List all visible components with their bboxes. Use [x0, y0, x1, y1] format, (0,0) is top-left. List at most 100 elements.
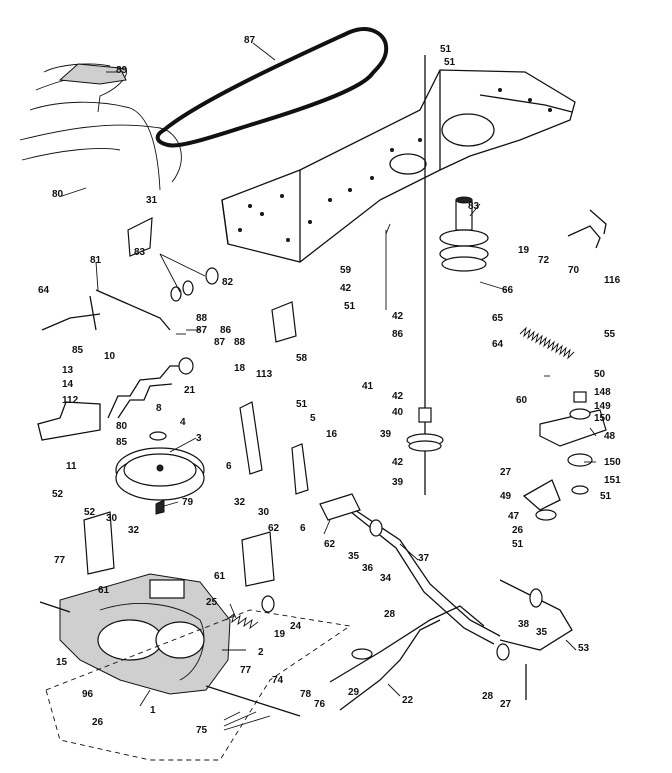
- washer-47: [535, 509, 557, 521]
- washers-83: [170, 267, 219, 302]
- callout-label: 27: [500, 699, 512, 710]
- callout-label: 11: [66, 461, 77, 472]
- callout-label: 10: [104, 351, 116, 362]
- callout-label: 88: [234, 337, 246, 348]
- callout-label: 35: [536, 627, 548, 638]
- callout-label: 37: [418, 553, 430, 564]
- shift-rod-34: [345, 507, 495, 645]
- callout-label: 76: [314, 699, 326, 710]
- callout-label: 49: [500, 491, 512, 502]
- pulley-3: [115, 447, 205, 501]
- callout-label: 5: [310, 413, 316, 424]
- callout-label: 51: [600, 491, 612, 502]
- callout-label: 77: [240, 665, 252, 676]
- callout-label: 112: [62, 395, 79, 406]
- callout-label: 55: [604, 329, 616, 340]
- spring-55: [519, 326, 575, 360]
- callout-label: 85: [116, 437, 128, 448]
- callout-label: 40: [392, 407, 404, 418]
- pulley-38: [406, 407, 444, 452]
- callout-label: 26: [92, 717, 104, 728]
- callout-label: 8: [156, 403, 162, 414]
- callout-label: 61: [214, 571, 226, 582]
- callout-label: 79: [182, 497, 194, 508]
- callout-label: 39: [380, 429, 392, 440]
- callout-label: 19: [518, 245, 530, 256]
- pulley-63: [439, 196, 489, 272]
- callout-label: 86: [220, 325, 232, 336]
- callout-label: 113: [256, 369, 273, 380]
- callout-label: 24: [290, 621, 302, 632]
- callout-label: 32: [128, 525, 140, 536]
- callout-label: 88: [196, 313, 208, 324]
- linkage-53: [499, 579, 573, 651]
- hub-4: [149, 431, 167, 441]
- callout-label: 75: [196, 725, 208, 736]
- seat-fender: [19, 63, 182, 191]
- callout-label: 51: [440, 44, 452, 55]
- bracket-30-right: [241, 531, 275, 587]
- callout-label: 83: [134, 247, 146, 258]
- transaxle-1: [59, 573, 231, 695]
- bracket-49: [522, 479, 561, 511]
- callout-label: 29: [348, 687, 360, 698]
- callout-label: 151: [604, 475, 621, 486]
- frame-holes: [238, 88, 552, 242]
- callout-label: 35: [348, 551, 360, 562]
- bracket-5: [291, 443, 309, 495]
- axle-right: [205, 685, 301, 717]
- callout-label: 80: [116, 421, 128, 432]
- callout-label: 80: [52, 189, 64, 200]
- callout-label: 60: [516, 395, 528, 406]
- callout-label: 47: [508, 511, 520, 522]
- callout-label: 78: [300, 689, 312, 700]
- collar-19: [261, 595, 275, 613]
- callout-label: 52: [84, 507, 96, 518]
- callout-label: 15: [56, 657, 68, 668]
- callout-label: 1: [150, 705, 156, 716]
- bracket-70: [567, 209, 607, 249]
- callout-label: 51: [444, 57, 456, 68]
- callout-label: 149: [594, 401, 611, 412]
- rod-22: [339, 619, 441, 711]
- callout-label: 21: [184, 385, 196, 396]
- washer-38: [529, 588, 543, 608]
- idler-pulleys-right: [567, 391, 593, 495]
- callout-label: 28: [384, 609, 396, 620]
- callout-label: 30: [258, 507, 270, 518]
- callout-label: 42: [340, 283, 352, 294]
- callout-label: 26: [512, 525, 524, 536]
- callout-label: 14: [62, 379, 74, 390]
- callout-label: 70: [568, 265, 580, 276]
- callout-label: 51: [344, 301, 356, 312]
- callout-label: 59: [340, 265, 352, 276]
- callout-label: 87: [244, 35, 256, 46]
- callout-label: 41: [362, 381, 374, 392]
- lever-assembly-left: [37, 289, 186, 441]
- callout-label: 81: [90, 255, 102, 266]
- callout-label: 86: [392, 329, 404, 340]
- callout-label: 53: [578, 643, 590, 654]
- callout-label: 150: [604, 457, 621, 468]
- callout-label: 51: [512, 539, 524, 550]
- callout-label: 148: [594, 387, 611, 398]
- collar-28-right: [496, 643, 510, 661]
- seat-knob: [58, 63, 127, 85]
- axle-left: [39, 601, 71, 613]
- callout-label: 22: [402, 695, 414, 706]
- callout-label: 27: [500, 467, 512, 478]
- knob-21: [178, 357, 194, 375]
- spring-25: [225, 612, 259, 630]
- callout-label: 2: [258, 647, 264, 658]
- tractor-frame: [221, 69, 576, 263]
- callout-label: 64: [492, 339, 504, 350]
- bushing-62: [319, 493, 361, 521]
- callout-label: 77: [54, 555, 66, 566]
- callout-label: 19: [274, 629, 286, 640]
- callout-label: 42: [392, 391, 404, 402]
- callout-label: 96: [82, 689, 94, 700]
- callout-label: 51: [296, 399, 308, 410]
- callout-label: 6: [300, 523, 306, 534]
